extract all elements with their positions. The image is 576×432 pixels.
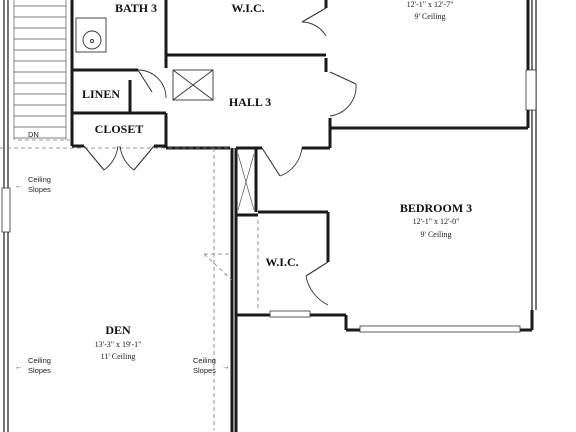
bedroom-3-dims: 12'-1" x 12'-0": [413, 217, 460, 226]
svg-text:←: ←: [15, 362, 23, 371]
svg-text:Slopes: Slopes: [28, 185, 51, 194]
bath-fixtures: [75, 17, 107, 53]
bedroom-top-ceiling: 9' Ceiling: [415, 12, 446, 21]
den-ceiling: 11' Ceiling: [101, 352, 136, 361]
windows: [1, 69, 537, 333]
svg-text:Slopes: Slopes: [28, 366, 51, 375]
doors: [83, 7, 357, 306]
room-label-hall-3: HALL 3: [229, 95, 271, 109]
room-label-linen: LINEN: [82, 87, 120, 101]
ceiling-lines: [0, 139, 259, 430]
walls: [3, 0, 537, 432]
room-label-closet: CLOSET: [95, 122, 144, 136]
svg-text:Ceiling: Ceiling: [28, 175, 51, 184]
room-label-den: DEN: [105, 323, 131, 337]
ceiling-slopes-note-2: Ceiling Slopes ←: [15, 356, 51, 375]
svg-text:→: →: [222, 362, 230, 371]
svg-text:Ceiling: Ceiling: [193, 356, 216, 365]
room-label-wic-top: W.I.C.: [231, 1, 264, 15]
svg-text:Slopes: Slopes: [193, 366, 216, 375]
bedroom-3-ceiling: 9' Ceiling: [421, 230, 452, 239]
svg-text:Ceiling: Ceiling: [28, 356, 51, 365]
ceiling-slopes-note-1: Ceiling Slopes ←: [15, 175, 51, 194]
stair-down-label: DN: [28, 130, 39, 139]
bedroom-top-dims: 12'-1" x 12'-7": [407, 0, 454, 9]
chase: [237, 153, 255, 211]
room-label-wic-bottom: W.I.C.: [265, 255, 298, 269]
den-dims: 13'-3" x 19'-1": [95, 340, 142, 349]
attic-access: [172, 69, 214, 101]
ceiling-slopes-note-3: Ceiling Slopes →: [193, 356, 230, 375]
staircase: [13, 0, 67, 140]
room-label-bath-3: BATH 3: [115, 1, 157, 15]
svg-text:←: ←: [15, 181, 23, 190]
room-label-bedroom-3: BEDROOM 3: [400, 201, 472, 215]
